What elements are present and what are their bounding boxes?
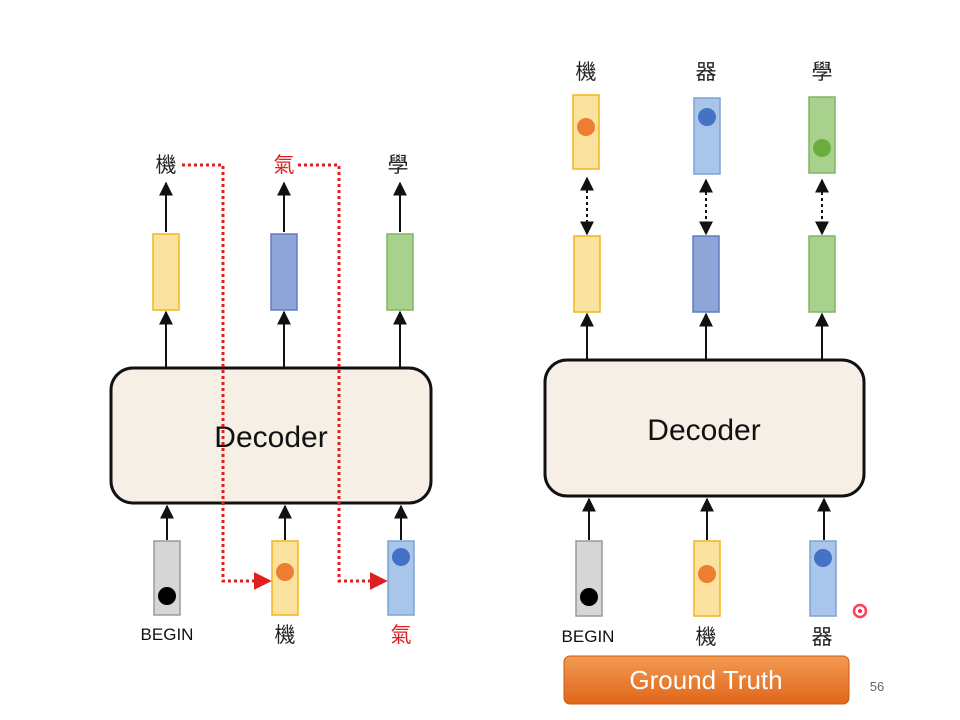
- feedback-path-2: [298, 163, 388, 590]
- right-output-vector-yellow: [573, 235, 601, 313]
- left-input-token-3: 氣: [391, 623, 412, 647]
- left-input-token-2: 機: [275, 623, 296, 647]
- left-decoder-box: [109, 366, 433, 505]
- left-input-dot-blue: [392, 548, 410, 566]
- left-input-dot-black: [158, 587, 176, 605]
- right-diagram: 機 器 學 Decoder: [543, 60, 866, 705]
- ground-truth-banner: [563, 655, 850, 705]
- left-input-dot-orange: [276, 563, 294, 581]
- right-input-dot-blue: [814, 549, 832, 567]
- ground-truth-label: Ground Truth: [629, 665, 782, 695]
- left-output-token-2: 氣: [274, 153, 295, 177]
- left-output-vector-green: [386, 233, 414, 311]
- right-target-dot-green: [813, 139, 831, 157]
- right-output-token-3: 學: [812, 60, 833, 84]
- right-target-dot-blue: [698, 108, 716, 126]
- left-output-token-3: 學: [388, 153, 409, 177]
- right-target-dot-orange: [577, 118, 595, 136]
- right-output-token-1: 機: [576, 60, 597, 84]
- left-output-vector-blue: [270, 233, 298, 311]
- right-input-dot-orange: [698, 565, 716, 583]
- right-input-token-2: 機: [696, 625, 717, 649]
- right-decoder-label: Decoder: [647, 414, 760, 447]
- right-target-vector-green: [808, 96, 836, 174]
- left-input-begin: BEGIN: [141, 625, 194, 644]
- page-number: 56: [870, 679, 884, 694]
- feedback-path-1: [182, 163, 272, 590]
- left-decoder-label: Decoder: [214, 421, 327, 454]
- right-output-vector-green: [808, 235, 836, 313]
- right-input-token-3: 器: [812, 625, 833, 649]
- left-output-vector-yellow: [152, 233, 180, 311]
- right-input-dot-black: [580, 588, 598, 606]
- laser-pointer-icon: [852, 603, 868, 619]
- right-input-begin: BEGIN: [562, 627, 615, 646]
- left-diagram: 機 氣 學 Decoder BEGIN 機 氣: [109, 153, 433, 647]
- right-output-vector-blue: [692, 235, 720, 313]
- left-output-token-1: 機: [156, 153, 177, 177]
- right-output-token-2: 器: [696, 60, 717, 84]
- right-decoder-box: [543, 358, 866, 498]
